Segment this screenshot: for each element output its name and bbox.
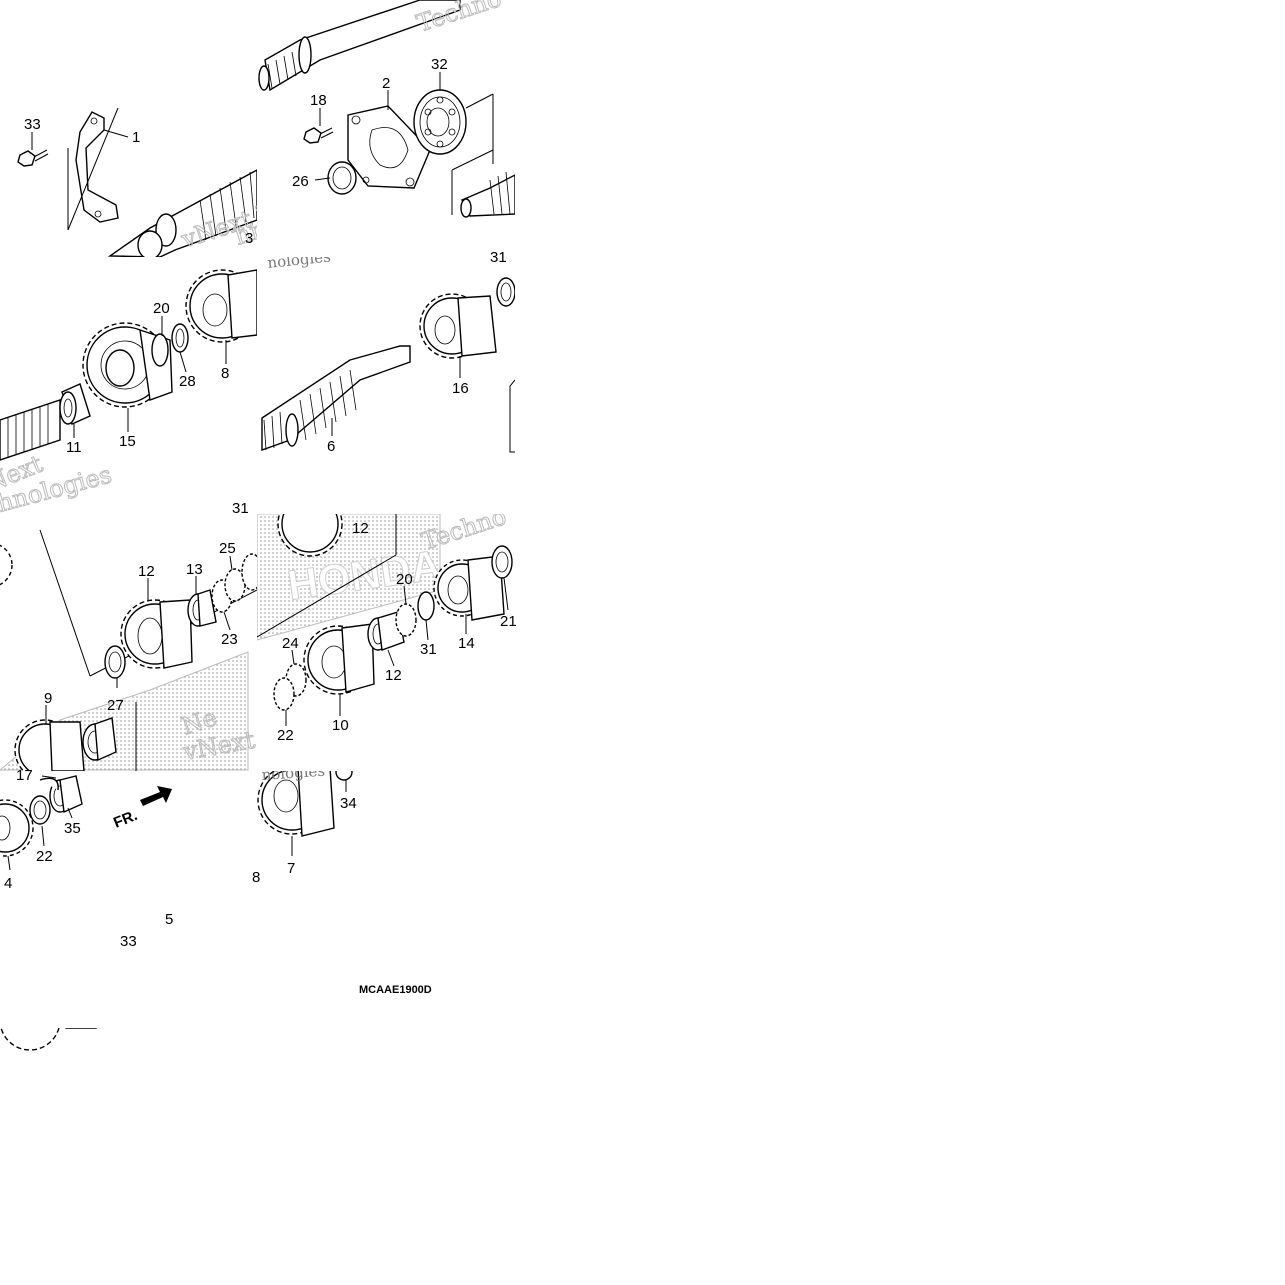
callout-23: 21 bbox=[500, 613, 517, 630]
ring-part-31-top bbox=[496, 277, 515, 307]
bracket-part-1 bbox=[75, 111, 119, 223]
gear-part-9 bbox=[14, 719, 85, 771]
washer-part-30 bbox=[171, 323, 189, 353]
bushing-part-14 bbox=[187, 589, 217, 627]
bolt-part-19 bbox=[303, 127, 334, 144]
callout-5: 5 bbox=[165, 911, 173, 928]
callout-29: 27 bbox=[107, 697, 124, 714]
callout-1: 1 bbox=[132, 129, 140, 146]
gear-part-4 bbox=[0, 799, 34, 857]
ring-part-21 bbox=[151, 333, 169, 367]
tile-middle-middle: nologies bbox=[261, 247, 515, 453]
callout-3-partial: 3 bbox=[245, 230, 253, 247]
callout-15: 14 bbox=[458, 635, 475, 652]
gear-part-17 bbox=[419, 293, 497, 359]
lockwasher-part-20 bbox=[241, 553, 257, 591]
washer-part-28 bbox=[327, 161, 357, 195]
svg-text:hnologies: hnologies bbox=[0, 974, 115, 1031]
svg-text:Techno: Techno bbox=[418, 502, 510, 556]
callout-34: 34 bbox=[340, 795, 357, 812]
callout-8-partial: 8 bbox=[252, 869, 260, 886]
callout-12-top: 12 bbox=[352, 520, 369, 537]
callout-10: 10 bbox=[332, 717, 349, 734]
callout-14: 13 bbox=[186, 561, 203, 578]
callout-30: 28 bbox=[179, 373, 196, 390]
lockwasher-part-20b bbox=[395, 603, 417, 637]
gear-part-13 bbox=[120, 599, 193, 669]
callout-6: 6 bbox=[327, 438, 335, 455]
washer-part-29 bbox=[104, 645, 126, 679]
callout-22: 22 bbox=[36, 848, 53, 865]
svg-text:nologies: nologies bbox=[267, 247, 332, 272]
washer-part-23 bbox=[491, 545, 513, 579]
bearing-part-32 bbox=[413, 89, 467, 155]
callout-31-mid: 31 bbox=[420, 641, 437, 658]
tile-bottom-strip: Next hnologies bbox=[0, 940, 186, 1051]
callout-33: 33 bbox=[120, 933, 137, 950]
callout-24: 22 bbox=[277, 727, 294, 744]
callout-11: 11 bbox=[66, 439, 82, 456]
clip-part-18 bbox=[39, 777, 59, 791]
fr-label: FR. bbox=[111, 807, 140, 832]
tile-bottom-left bbox=[0, 775, 172, 871]
needle-bearing bbox=[82, 717, 117, 762]
callout-27: 25 bbox=[219, 540, 236, 557]
bushing-part-11 bbox=[59, 383, 91, 425]
svg-text:Next: Next bbox=[0, 966, 47, 1014]
callout-13: 12 bbox=[138, 563, 155, 580]
callout-26: 24 bbox=[282, 635, 299, 652]
tile-lower-middle: HONDA bbox=[257, 502, 513, 726]
callout-20-right: 20 bbox=[396, 571, 413, 588]
callout-18: 17 bbox=[16, 767, 33, 784]
bolt-part-36 bbox=[17, 149, 49, 167]
svg-text:Techno: Techno bbox=[413, 0, 505, 38]
callout-21: 20 bbox=[153, 300, 170, 317]
shaft-part-6 bbox=[261, 345, 411, 451]
callout-16: 15 bbox=[119, 433, 136, 450]
callout-31-lower: 31 bbox=[232, 500, 249, 517]
tile-lower-left: vNext Te Ne bbox=[0, 529, 257, 771]
callout-12-bottom: 12 bbox=[385, 667, 402, 684]
tile-top-left: vNext Tec hno bbox=[17, 107, 257, 257]
washer-part-34 bbox=[335, 771, 353, 781]
callout-2: 2 bbox=[382, 75, 390, 92]
lockwasher-part-24 bbox=[273, 677, 295, 711]
bearing-part-33 bbox=[104, 950, 152, 1022]
callout-28: 26 bbox=[292, 173, 309, 190]
callout-31-partial: 31 bbox=[490, 249, 507, 266]
front-direction-arrow bbox=[140, 786, 172, 806]
callout-4: 4 bbox=[4, 875, 12, 892]
tile-bottom-middle: nologies bbox=[257, 771, 353, 856]
gear-part-16 bbox=[82, 322, 173, 408]
callout-9: 9 bbox=[44, 690, 52, 707]
gear-part-7 bbox=[257, 771, 335, 837]
gear-part-10 bbox=[303, 623, 375, 695]
gear-part-8 bbox=[185, 269, 257, 343]
tile-middle-left: Next hnologies bbox=[0, 269, 257, 514]
diagram-code: MCAAE1900D bbox=[359, 984, 432, 996]
callout-35: 35 bbox=[64, 820, 81, 837]
callout-17: 16 bbox=[452, 380, 469, 397]
callout-19: 18 bbox=[310, 92, 327, 109]
callout-8: 8 bbox=[221, 365, 229, 382]
callout-36: 33 bbox=[24, 116, 41, 133]
ring-part-31-mid bbox=[417, 591, 435, 621]
callout-25: 23 bbox=[221, 631, 238, 648]
washer-part-22 bbox=[29, 795, 51, 825]
cap-part-5 bbox=[154, 940, 186, 992]
callout-32: 32 bbox=[431, 56, 448, 73]
callout-7: 7 bbox=[287, 860, 295, 877]
